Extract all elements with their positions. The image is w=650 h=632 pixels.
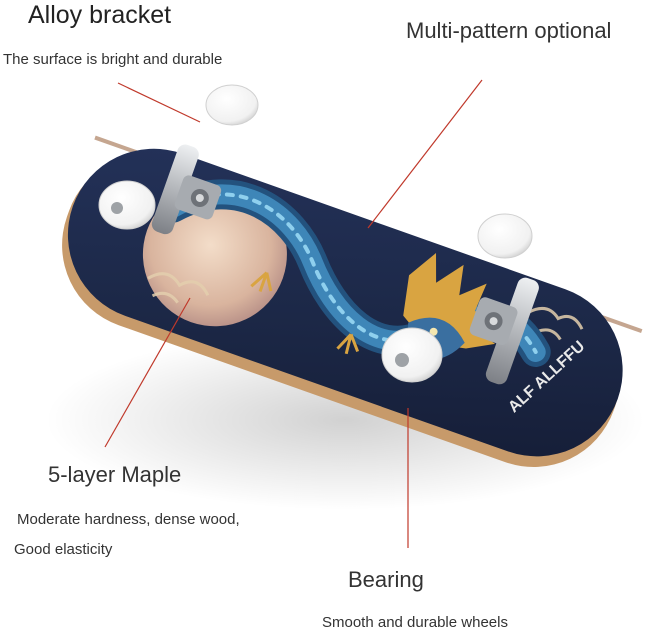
bearing-desc: Smooth and durable wheels (322, 614, 508, 631)
bearing-wheel-front-bottom (381, 327, 443, 383)
leader-pattern (367, 79, 483, 229)
alloy-bracket-desc: The surface is bright and durable (3, 51, 223, 68)
wheel-rear-top (205, 84, 259, 126)
maple-title: 5-layer Maple (48, 462, 182, 487)
bearing-title: Bearing (348, 567, 424, 592)
alloy-bracket-title: Alloy bracket (28, 1, 172, 29)
alloy-bracket-front (469, 277, 539, 385)
wheel-front-top (477, 213, 533, 259)
alloy-bracket-rear (151, 144, 222, 235)
maple-desc-line2: Good elasticity (14, 541, 113, 558)
wheel-rear-bottom (98, 180, 156, 230)
leader-alloy (117, 82, 201, 123)
maple-desc-line1: Moderate hardness, dense wood, (17, 511, 240, 528)
multi-pattern-title: Multi-pattern optional (406, 18, 612, 43)
leader-maple (104, 297, 191, 448)
leader-lines (104, 79, 483, 548)
wheels (98, 84, 533, 383)
